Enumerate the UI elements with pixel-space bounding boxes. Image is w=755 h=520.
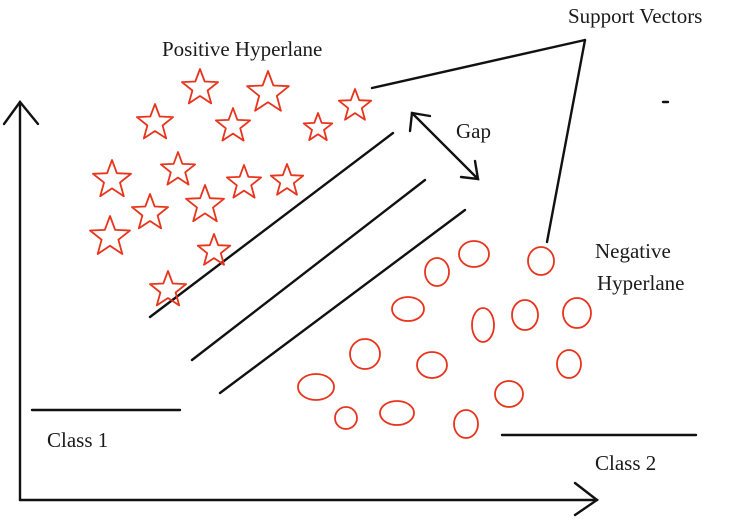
negative-hyperplane-label-line2: Hyperlane bbox=[597, 271, 684, 295]
negative-hyperplane-line bbox=[218, 208, 467, 395]
circle-marker bbox=[527, 246, 555, 276]
star-marker bbox=[148, 270, 188, 307]
hyperplanes bbox=[148, 131, 467, 395]
circle-marker bbox=[453, 409, 479, 439]
gap-arrowhead-bottom bbox=[459, 159, 480, 181]
circle-marker bbox=[297, 373, 335, 401]
circle-marker bbox=[471, 307, 495, 343]
star-marker bbox=[92, 159, 132, 198]
support-vectors-label: Support Vectors bbox=[568, 4, 702, 28]
star-marker bbox=[185, 184, 225, 223]
support-vector-pointers bbox=[370, 38, 587, 244]
star-marker bbox=[269, 163, 305, 196]
circle-marker bbox=[458, 240, 490, 268]
star-marker bbox=[246, 70, 290, 112]
gap-arrow bbox=[408, 111, 480, 181]
star-marker bbox=[214, 107, 252, 142]
circle-marker bbox=[556, 349, 582, 379]
circle-marker bbox=[511, 299, 539, 331]
star-marker bbox=[196, 233, 232, 266]
decision-boundary-line bbox=[190, 178, 427, 362]
star-marker bbox=[135, 103, 175, 140]
star-marker bbox=[130, 193, 170, 230]
negative-hyperplane-label-line1: Negative bbox=[595, 239, 671, 263]
support-pointer-to-circle bbox=[545, 38, 587, 244]
circle-marker bbox=[349, 338, 381, 370]
gap-arrow-shaft bbox=[410, 111, 480, 181]
class2-circles bbox=[297, 240, 592, 439]
star-marker bbox=[225, 164, 263, 199]
y-axis-arrowhead bbox=[2, 100, 40, 126]
circle-marker bbox=[391, 296, 425, 322]
circle-marker bbox=[562, 297, 592, 329]
positive-hyperplane-label: Positive Hyperlane bbox=[162, 37, 322, 61]
star-marker bbox=[159, 151, 197, 186]
circle-marker bbox=[416, 351, 448, 379]
circle-marker bbox=[379, 400, 415, 426]
class1-label: Class 1 bbox=[47, 428, 108, 452]
gap-arrowhead-top bbox=[408, 111, 432, 133]
support-pointer-to-star bbox=[370, 38, 587, 90]
axes bbox=[2, 100, 600, 517]
class1-stars bbox=[89, 68, 373, 307]
circle-marker bbox=[334, 406, 358, 430]
x-axis-arrowhead bbox=[573, 481, 600, 517]
star-marker bbox=[302, 112, 334, 142]
circle-marker bbox=[424, 257, 450, 287]
star-marker bbox=[180, 68, 220, 105]
star-marker bbox=[89, 215, 131, 255]
positive-hyperplane-line bbox=[148, 131, 395, 319]
circle-marker bbox=[494, 380, 524, 408]
class2-label: Class 2 bbox=[595, 451, 656, 475]
gap-label: Gap bbox=[456, 119, 491, 143]
star-marker bbox=[337, 88, 373, 121]
